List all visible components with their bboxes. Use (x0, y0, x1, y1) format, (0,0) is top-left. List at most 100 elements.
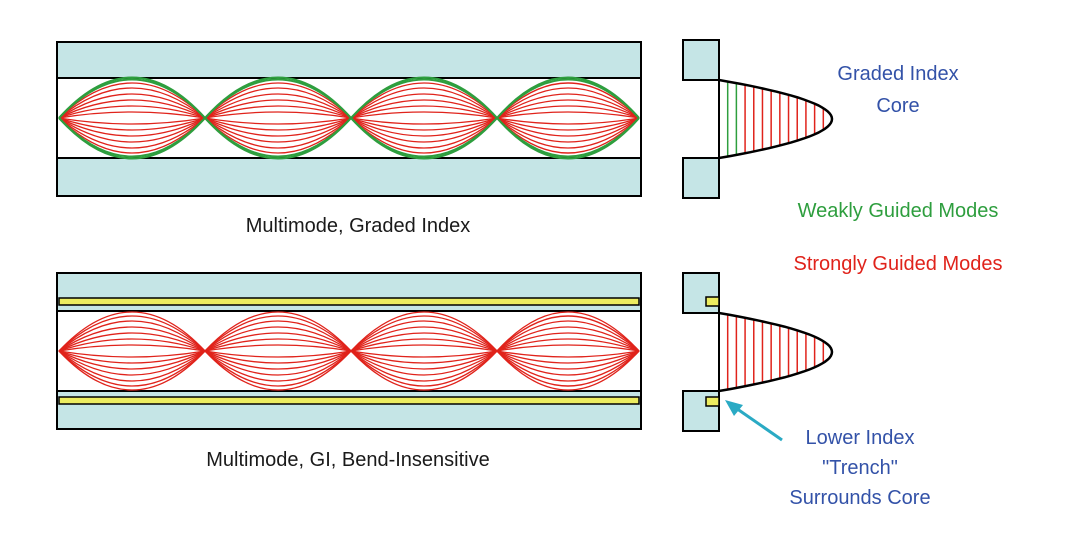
top-fiber-mode-paths (58, 76, 640, 160)
strong-mode-path (204, 117, 352, 137)
strong-mode-path (58, 320, 206, 352)
strong-mode-path (204, 117, 352, 131)
bottom-profile-index-lines (726, 314, 825, 390)
bottom-fiber-trench-upper (58, 297, 640, 306)
strong-mode-path (350, 326, 498, 352)
strong-mode-path (204, 117, 352, 125)
strong-mode-path (350, 350, 498, 358)
trench-arrow (725, 400, 783, 442)
strong-mode-path (204, 117, 352, 154)
strong-mode-path (204, 105, 352, 119)
strong-mode-path (496, 117, 640, 149)
strong-mode-path (350, 117, 498, 131)
strong-mode-path (204, 93, 352, 119)
strong-modes-label: Strongly Guided Modes (793, 253, 1002, 275)
weak-mode-path (350, 117, 498, 160)
strong-mode-path (204, 350, 352, 364)
weak-mode-path (496, 117, 640, 160)
strong-mode-path (58, 93, 206, 119)
strong-mode-path (58, 350, 206, 376)
strong-mode-path (496, 111, 640, 119)
weak-mode-path (58, 76, 206, 119)
strong-mode-path (58, 350, 206, 370)
strong-mode-path (496, 350, 640, 387)
strong-mode-path (496, 350, 640, 358)
strong-mode-path (204, 350, 352, 387)
bottom-profile-trench-upper (705, 296, 720, 307)
graded-index-fiber (56, 41, 642, 197)
strong-mode-path (350, 350, 498, 391)
bottom-profile-cladding-upper (682, 272, 720, 314)
top-profile-parabola (718, 78, 834, 160)
top-profile-cladding-upper (682, 39, 720, 81)
strong-mode-path (496, 117, 640, 131)
bend-insensitive-fiber (56, 272, 642, 430)
strong-mode-path (496, 117, 640, 125)
strong-mode-path (58, 117, 206, 137)
strong-mode-path (496, 326, 640, 352)
strong-mode-path (204, 338, 352, 352)
top-profile-index-lines (726, 81, 825, 157)
strong-mode-path (58, 311, 206, 352)
strong-mode-path (58, 350, 206, 364)
strong-mode-path (496, 117, 640, 154)
weak-mode-path (58, 117, 206, 160)
strong-mode-path (350, 117, 498, 143)
strong-mode-path (350, 117, 498, 137)
strong-mode-path (58, 117, 206, 125)
strong-mode-path (350, 320, 498, 352)
strong-mode-path (204, 332, 352, 352)
graded-index-profile (682, 39, 834, 199)
trench-label-line2: "Trench" (822, 457, 898, 479)
strong-mode-path (58, 315, 206, 352)
bottom-fiber-mode-paths (58, 311, 640, 391)
strong-mode-path (58, 350, 206, 391)
strong-mode-path (58, 117, 206, 149)
graded-index-label-line1: Graded Index (837, 63, 958, 85)
weak-modes-label: Weakly Guided Modes (798, 200, 999, 222)
top-fiber-cladding-upper (56, 41, 642, 79)
strong-mode-path (350, 350, 498, 382)
weak-mode-path (350, 76, 498, 119)
strong-mode-path (350, 117, 498, 154)
strong-mode-path (204, 350, 352, 358)
strong-mode-path (496, 332, 640, 352)
trench-label-line1: Lower Index (806, 427, 915, 449)
strong-mode-path (204, 350, 352, 391)
graded-index-label-line2: Core (876, 95, 919, 117)
strong-mode-path (204, 350, 352, 382)
strong-mode-path (350, 315, 498, 352)
strong-mode-path (58, 87, 206, 119)
strong-mode-path (496, 82, 640, 119)
top-profile-cladding-lower (682, 157, 720, 199)
strong-mode-path (58, 105, 206, 119)
strong-mode-path (496, 311, 640, 352)
strong-mode-path (496, 344, 640, 352)
strong-mode-path (350, 105, 498, 119)
strong-mode-path (350, 311, 498, 352)
strong-mode-path (496, 350, 640, 391)
bottom-profile-parabola (718, 311, 834, 393)
strong-mode-path (58, 338, 206, 352)
strong-mode-path (350, 99, 498, 119)
strong-mode-path (204, 350, 352, 376)
strong-mode-path (58, 350, 206, 382)
strong-mode-path (350, 350, 498, 376)
strong-mode-path (204, 320, 352, 352)
weak-mode-path (204, 76, 352, 119)
strong-mode-path (58, 350, 206, 358)
strong-mode-path (496, 93, 640, 119)
strong-mode-path (350, 332, 498, 352)
strong-mode-path (204, 350, 352, 370)
strong-mode-path (204, 117, 352, 143)
strong-mode-path (58, 117, 206, 154)
strong-mode-path (496, 350, 640, 364)
strong-mode-path (350, 117, 498, 125)
strong-mode-path (58, 344, 206, 352)
trench-label-line3: Surrounds Core (789, 487, 930, 509)
bottom-profile-trench-lower (705, 396, 720, 407)
strong-mode-path (496, 320, 640, 352)
strong-mode-path (350, 338, 498, 352)
strong-mode-path (58, 99, 206, 119)
strong-mode-path (204, 111, 352, 119)
